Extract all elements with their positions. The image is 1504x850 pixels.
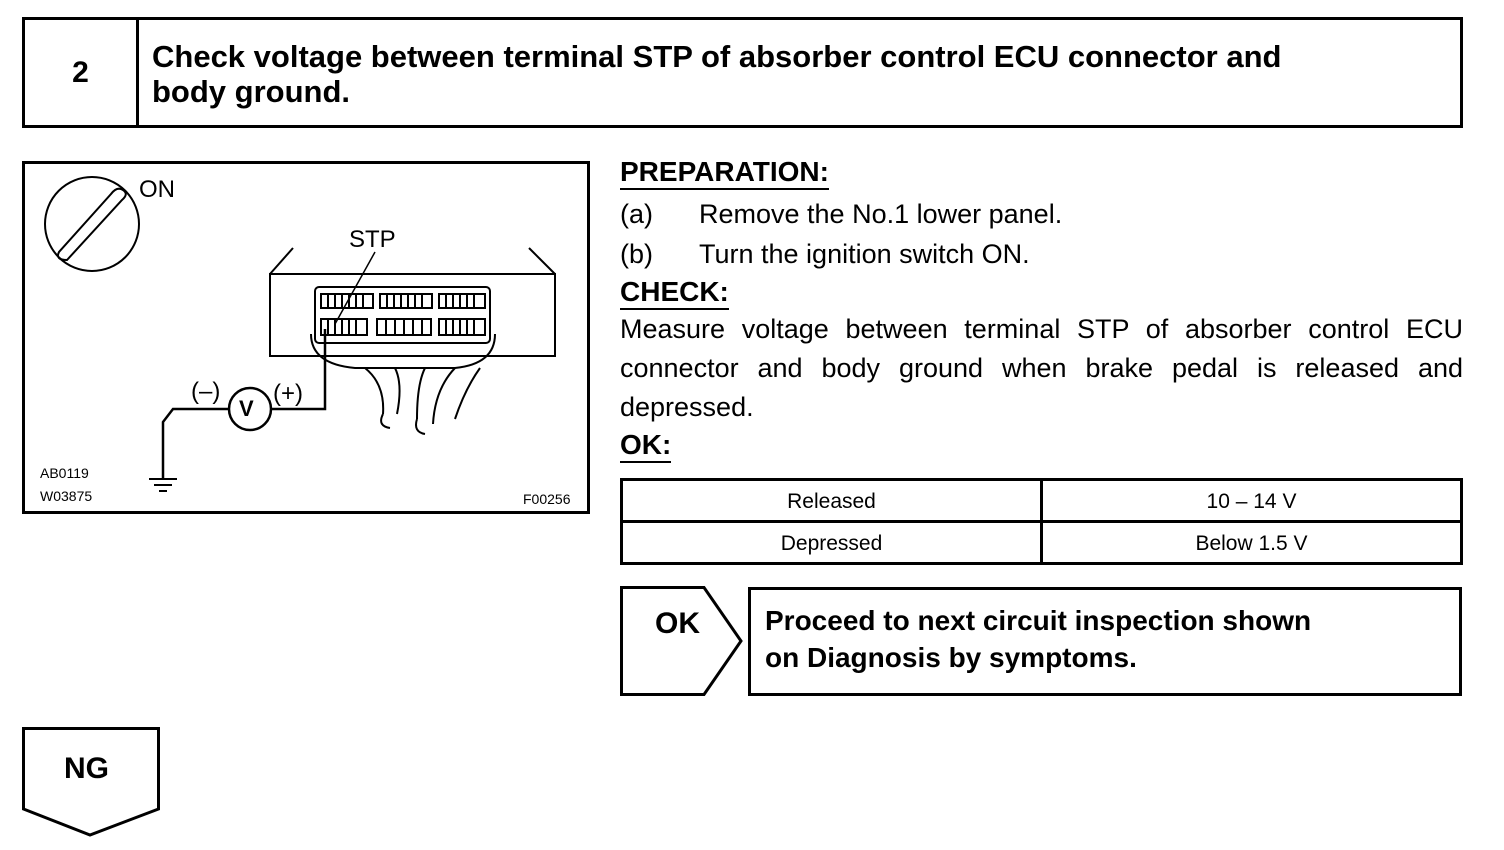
item-letter: (b): [620, 239, 653, 269]
switch-on-label: ON: [139, 176, 175, 203]
step-number: 2: [25, 20, 139, 125]
ok-heading: OK:: [620, 429, 672, 463]
ecu-connector: [310, 286, 496, 369]
check-heading: CHECK:: [620, 276, 729, 310]
step-title: Check voltage between terminal STP of ab…: [139, 20, 1460, 125]
wire-harness: [364, 367, 481, 435]
table-row: Released 10 – 14 V: [620, 478, 1463, 523]
ok-label: OK: [655, 607, 700, 640]
wiring-figure: ON STP (–) (+) V AB0119 W03875 F00256: [22, 161, 590, 514]
stp-label: STP: [349, 226, 396, 253]
figure-code-ab: AB0119: [40, 465, 89, 481]
condition-cell: Released: [620, 478, 1043, 523]
step-title-line1: Check voltage between terminal STP of ab…: [152, 39, 1282, 74]
table-row: Depressed Below 1.5 V: [620, 520, 1463, 565]
ecu-connector-diagram: [44, 176, 556, 492]
negative-label: (–): [191, 378, 221, 405]
ignition-switch-icon: [44, 176, 140, 272]
item-text: Remove the No.1 lower panel.: [699, 199, 1063, 229]
ecu-housing: [269, 247, 556, 357]
list-item: (b) Turn the ignition switch ON.: [620, 234, 1463, 274]
value-cell: 10 – 14 V: [1040, 478, 1463, 523]
positive-lead: [272, 329, 327, 411]
item-text: Turn the ignition switch ON.: [699, 239, 1030, 269]
ground-icon: [149, 478, 177, 492]
check-description: Measure voltage between terminal STP of …: [620, 314, 1463, 422]
ok-result-box: Proceed to next circuit inspection shown…: [748, 587, 1462, 696]
ok-arrow-box: [620, 586, 743, 696]
voltmeter-label: V: [239, 396, 254, 421]
condition-cell: Depressed: [620, 520, 1043, 565]
ok-result-line1: Proceed to next circuit inspection shown: [765, 605, 1312, 636]
item-letter: (a): [620, 199, 653, 229]
spec-table: Released 10 – 14 V Depressed Below 1.5 V: [620, 478, 1463, 565]
figure-code-w: W03875: [40, 488, 93, 504]
step-title-line2: body ground.: [152, 74, 351, 109]
preparation-list: (a) Remove the No.1 lower panel. (b) Tur…: [620, 194, 1463, 274]
positive-label: (+): [273, 380, 303, 407]
preparation-heading: PREPARATION:: [620, 156, 829, 190]
ng-arrow-box: [22, 727, 160, 837]
value-cell: Below 1.5 V: [1040, 520, 1463, 565]
ok-result-line2: on Diagnosis by symptoms.: [765, 642, 1137, 673]
instruction-block: PREPARATION: (a) Remove the No.1 lower p…: [620, 156, 1463, 463]
step-header: 2 Check voltage between terminal STP of …: [22, 17, 1463, 128]
ng-label: NG: [64, 752, 109, 785]
voltmeter-icon: [227, 386, 273, 432]
negative-lead: [161, 407, 228, 479]
figure-code-f: F00256: [523, 491, 571, 507]
list-item: (a) Remove the No.1 lower panel.: [620, 194, 1463, 234]
